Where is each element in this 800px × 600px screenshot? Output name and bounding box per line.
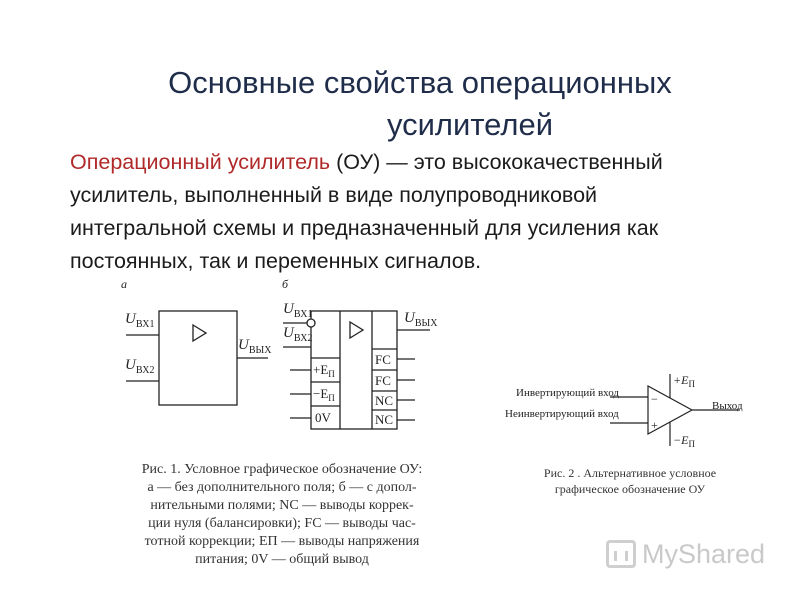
label-uin2-b: UВХ2: [283, 325, 313, 344]
slide-title-line2: усилителей: [386, 107, 554, 142]
opamp-symbol-a: [126, 310, 268, 406]
minus-sign: −: [651, 392, 658, 406]
panel-b-label: б: [282, 277, 289, 291]
output-label: Выход: [712, 400, 743, 412]
slide-title-line1: Основные свойства операционных: [168, 65, 672, 100]
plus-supply-label: +EП: [673, 373, 695, 389]
noninverting-input-label: Неинвертирующий вход: [505, 408, 619, 420]
figure2-caption: Рис. 2 . Альтернативное условное графиче…: [500, 465, 760, 497]
label-uin2-a: UВХ2: [125, 357, 155, 376]
field-fc-1: FC: [375, 352, 391, 367]
panel-a-label: а: [121, 277, 127, 291]
minus-supply-label: −EП: [673, 433, 695, 449]
field-zero-volt: 0V: [315, 410, 332, 425]
figure2-caption-line2: графическое обозначение ОУ: [554, 482, 706, 496]
definition-line2: усилитель, выполненный в виде полупровод…: [70, 183, 598, 207]
definition-rest: (ОУ) — это высококачественный: [330, 150, 663, 174]
definition-paragraph: Операционный усилитель (ОУ) — это высоко…: [70, 146, 760, 278]
presentation-icon: [606, 540, 636, 568]
field-minus-supply: −EП: [313, 386, 335, 403]
label-uout-a: UВЫХ: [238, 337, 272, 356]
field-nc-1: NC: [375, 393, 393, 408]
label-uin1-b: UВХ1: [283, 301, 313, 320]
figure1-caption-line1: Рис. 1. Условное графическое обозначение…: [141, 462, 423, 477]
figure1-caption-line4: ции нуля (балансировки); FC — выводы час…: [148, 516, 416, 531]
field-nc-2: NC: [375, 412, 393, 427]
figure1-caption-line5: тотной коррекции; EП — выводы напряжения: [144, 534, 420, 549]
field-fc-2: FC: [375, 373, 391, 388]
figure1-caption: Рис. 1. Условное графическое обозначение…: [122, 461, 442, 569]
definition-line3: интегральной схемы и предназначенный для…: [70, 216, 659, 240]
figure2-caption-line1: Рис. 2 . Альтернативное условное: [543, 466, 717, 480]
watermark-text: MyShared: [642, 538, 766, 569]
watermark-logo[interactable]: MyShared: [606, 536, 765, 572]
figure1-caption-line6: питания; 0V — общий вывод: [195, 552, 369, 567]
definition-line4: постоянных, так и переменных сигналов.: [70, 249, 482, 273]
figure1-caption-line3: нительными полями; NC — выводы коррек-: [150, 498, 414, 513]
inverting-input-label: Инвертирующий вход: [516, 387, 619, 399]
label-uin1-a: UВХ1: [125, 311, 155, 330]
slide-title: Основные свойства операционных усилителе…: [0, 62, 800, 146]
opamp-symbol-alt: [610, 374, 740, 446]
opamp-symbol-b: [283, 310, 430, 430]
label-uout-b: UВЫХ: [404, 310, 438, 329]
definition-line1: Операционный усилитель (ОУ) — это высоко…: [70, 146, 760, 179]
field-plus-supply: +EП: [313, 362, 335, 379]
definition-term: Операционный усилитель: [70, 150, 331, 174]
figure1-caption-line2: а — без дополнительного поля; б — с допо…: [147, 480, 417, 495]
plus-sign: +: [651, 418, 658, 432]
